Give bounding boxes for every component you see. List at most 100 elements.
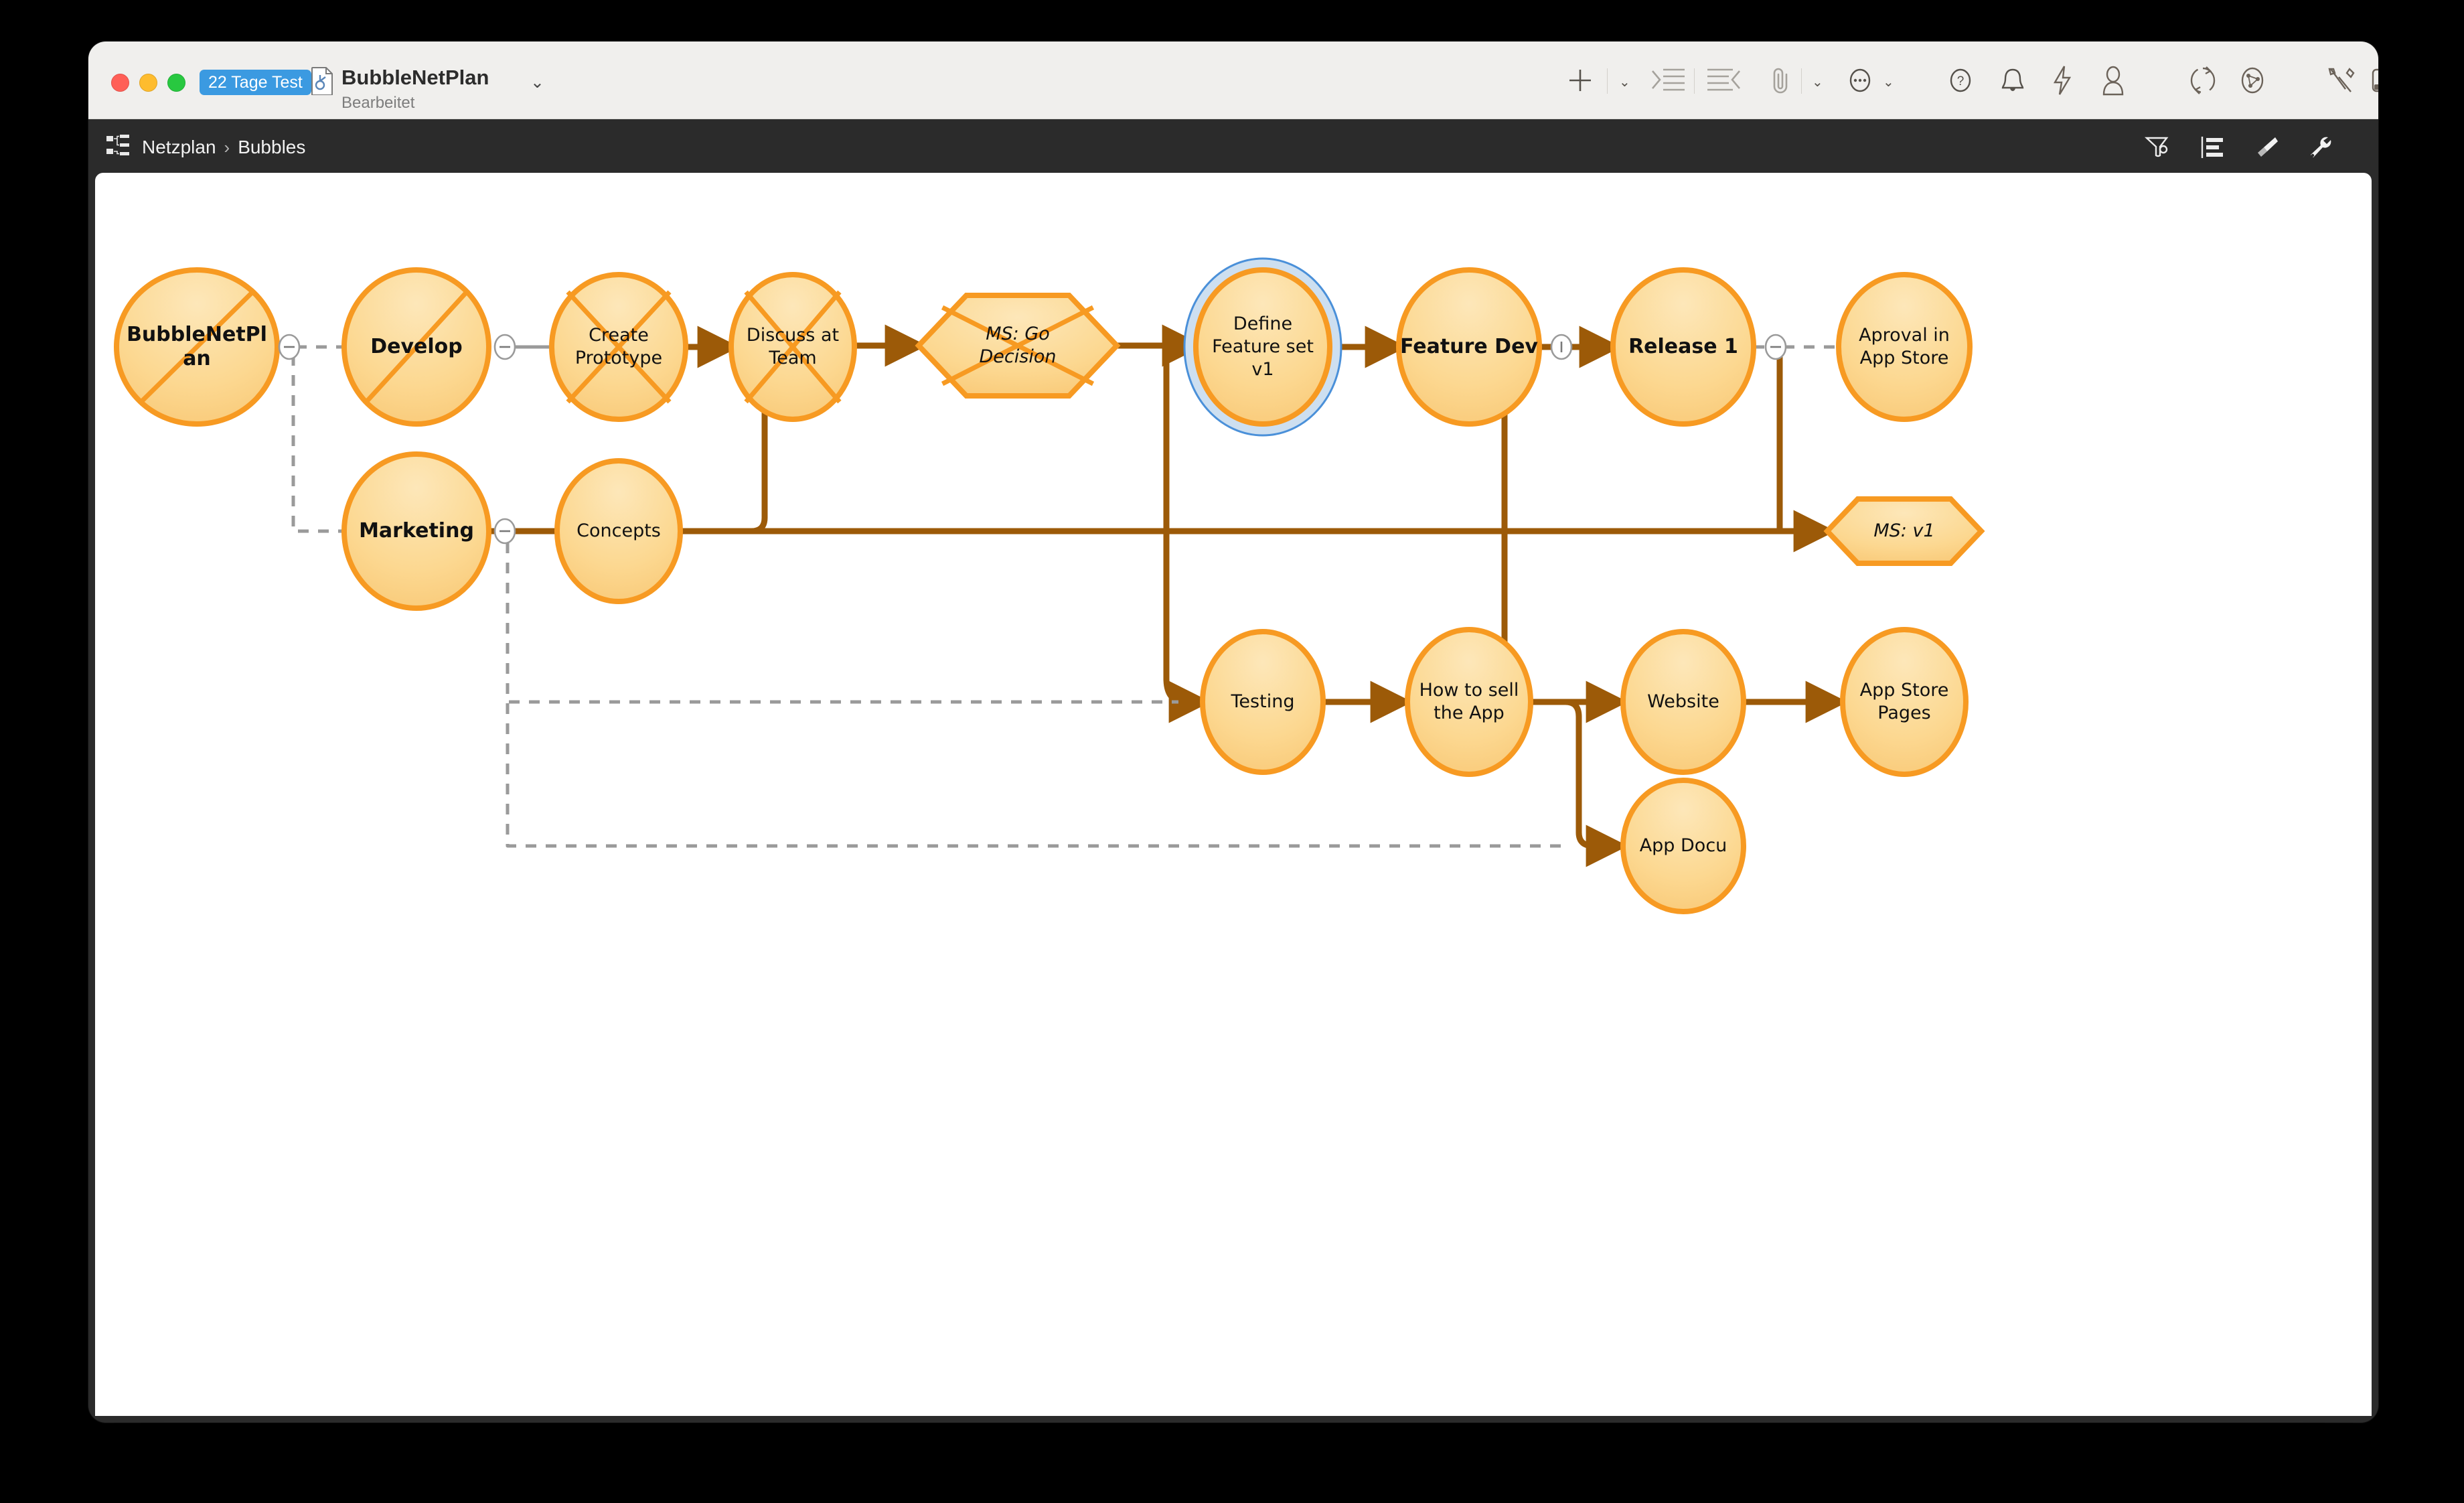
connector[interactable] (506, 543, 1568, 848)
filter-icon[interactable] (2144, 135, 2171, 163)
add-icon[interactable] (1561, 62, 1599, 99)
node-shape[interactable] (341, 451, 491, 611)
node-shape[interactable] (554, 458, 683, 604)
tools-icon[interactable] (2322, 62, 2360, 99)
document-chevron-down-icon[interactable]: ⌄ (530, 73, 544, 92)
minimize-window-button[interactable] (139, 74, 157, 92)
breadcrumb-current[interactable]: Bubbles (238, 137, 306, 157)
svg-text:?: ? (1957, 74, 1965, 88)
collapse-badge[interactable] (493, 518, 516, 545)
node-shape[interactable] (1620, 629, 1746, 775)
edge-layer (291, 346, 1848, 867)
node-label: Feature Dev (1400, 335, 1538, 358)
breadcrumb-separator: › (224, 137, 230, 157)
node-testing[interactable]: Testing (1200, 629, 1326, 775)
node-shape[interactable] (1840, 627, 1969, 777)
node-shape[interactable] (1405, 627, 1533, 777)
node-label: Website (1647, 691, 1719, 712)
node-develop[interactable]: Develop (341, 267, 491, 427)
netzplan-icon (106, 135, 129, 155)
more-icon[interactable] (1841, 62, 1879, 99)
progress-slash (137, 288, 256, 406)
progress-cross (941, 305, 1095, 386)
user-icon[interactable] (2094, 62, 2132, 99)
network-icon[interactable] (2234, 62, 2271, 99)
collapse-badge[interactable] (278, 334, 301, 360)
node-website[interactable]: Website (1620, 629, 1746, 775)
toolbar-divider (1801, 68, 1802, 94)
collapse-badge[interactable] (493, 334, 516, 360)
outline-icon[interactable] (2199, 135, 2226, 163)
node-shape[interactable] (1200, 629, 1326, 775)
node-app-docu[interactable]: App Docu (1620, 778, 1746, 914)
collapse-badge[interactable] (1764, 334, 1787, 360)
node-label: Develop (370, 335, 463, 358)
indent-right-icon[interactable] (1648, 62, 1689, 99)
node-label: Testing (1231, 691, 1295, 712)
node-label: Marketing (359, 519, 474, 543)
lightning-icon[interactable] (2044, 62, 2081, 99)
badge-layer[interactable] (278, 334, 1787, 545)
bottom-panel-icon[interactable] (2368, 62, 2378, 99)
connector[interactable] (1531, 699, 1628, 867)
node-feature-dev[interactable]: Feature Dev (1396, 267, 1542, 427)
attachment-chevron-down-icon[interactable]: ⌄ (1812, 75, 1823, 90)
node-shape[interactable] (1620, 778, 1746, 914)
node-label: MS: v1 (1873, 520, 1934, 541)
node-release-1[interactable]: Release 1 (1610, 267, 1756, 427)
progress-slash (362, 288, 471, 406)
progress-cross (566, 290, 672, 404)
title-bar: 22 Tage Test BubbleNetPlan ⌄ Bearbeitet … (88, 42, 2378, 119)
breadcrumb-root[interactable]: Netzplan (142, 137, 216, 157)
more-chevron-down-icon[interactable]: ⌄ (1883, 75, 1894, 90)
node-shape[interactable] (1193, 267, 1332, 427)
sync-icon[interactable] (2184, 62, 2222, 99)
trial-badge[interactable]: 22 Tage Test (200, 70, 311, 95)
link-badge[interactable] (1550, 334, 1573, 360)
attachment-icon[interactable] (1762, 62, 1800, 99)
brush-icon[interactable] (2252, 135, 2279, 163)
progress-cross (744, 290, 842, 404)
node-shape[interactable] (1610, 267, 1756, 427)
connector[interactable] (291, 355, 344, 533)
node-shape[interactable] (1836, 272, 1973, 422)
indent-left-icon[interactable] (1703, 62, 1744, 99)
node-marketing[interactable]: Marketing (341, 451, 491, 611)
node-label: Release 1 (1628, 335, 1738, 358)
toolbar-divider (1607, 68, 1608, 94)
wrench-icon[interactable] (2306, 135, 2333, 163)
node-concepts[interactable]: Concepts (554, 458, 683, 604)
node-shape[interactable] (1823, 496, 1985, 566)
document-status: Bearbeitet (341, 94, 415, 112)
help-icon[interactable]: ? (1942, 62, 1979, 99)
maximize-window-button[interactable] (167, 74, 185, 92)
node-ms-v1[interactable]: MS: v1 (1823, 496, 1985, 566)
document-title[interactable]: BubbleNetPlan (341, 66, 489, 89)
notification-bell-icon[interactable] (1994, 62, 2031, 99)
breadcrumb[interactable]: Netzplan › Bubbles (142, 137, 305, 158)
close-window-button[interactable] (111, 74, 129, 92)
document-icon (311, 67, 333, 95)
node-shape[interactable] (1396, 267, 1542, 427)
connector[interactable] (1163, 351, 1211, 723)
add-chevron-down-icon[interactable]: ⌄ (1619, 75, 1630, 90)
node-label: Concepts (576, 520, 661, 541)
